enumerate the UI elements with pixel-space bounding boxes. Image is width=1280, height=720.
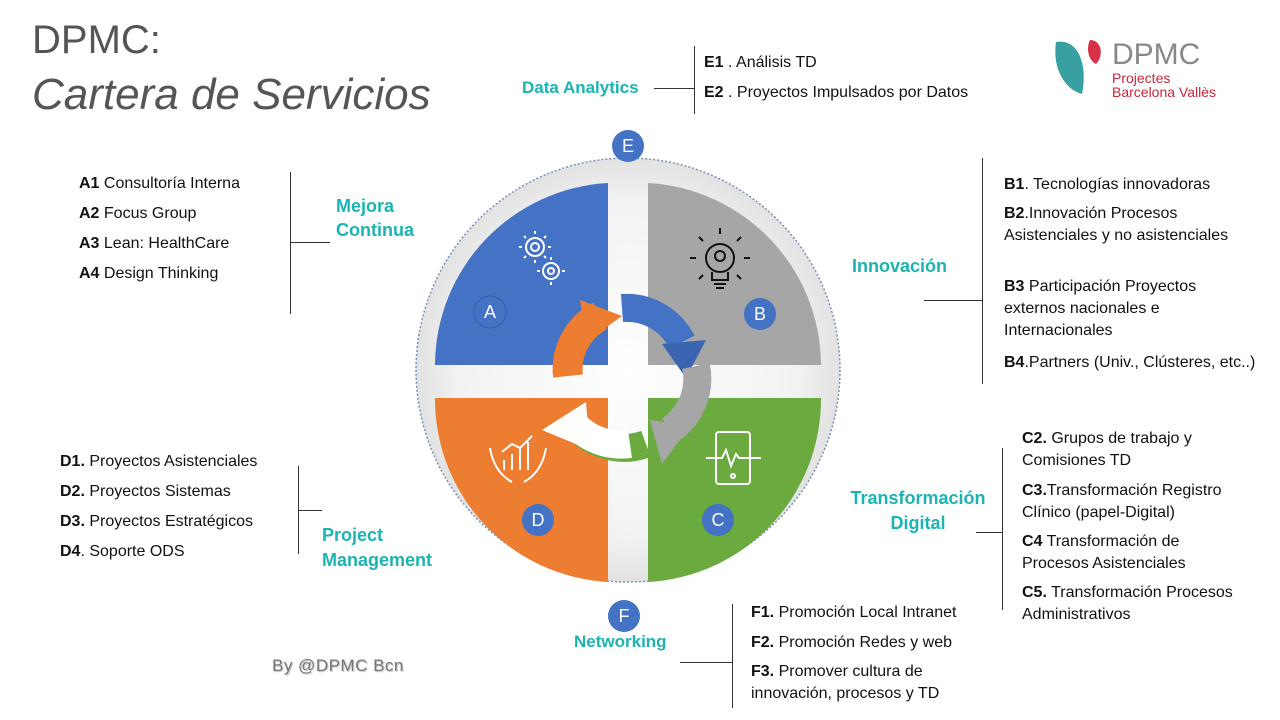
lightbulb-gear-icon (690, 228, 750, 289)
byline: By @DPMC Bcn (272, 656, 404, 675)
list-item-f2: F2. Promoción Redes y web (751, 634, 952, 651)
services-wheel (415, 157, 841, 583)
tablet-pulse-icon (706, 431, 761, 485)
arrow-blue (620, 293, 695, 349)
list-item-a1: A1 Consultoría Interna (79, 175, 240, 192)
list-item-a2: A2 Focus Group (79, 205, 197, 222)
list-item-e1: E1 . Análisis TD (704, 54, 817, 71)
quadrant-d (434, 398, 608, 582)
list-item-d3: D3. Proyectos Estratégicos (60, 513, 253, 530)
logo-name: DPMC (1112, 38, 1201, 71)
page-subtitle: Cartera de Servicios (32, 70, 431, 119)
list-item-d1: D1. Proyectos Asistenciales (60, 453, 258, 470)
list-item-d2: D2. Proyectos Sistemas (60, 483, 231, 500)
list-item-c2: C2. Grupos de trabajo y Comisiones TD (1022, 430, 1192, 469)
svg-text:E: E (622, 136, 634, 156)
logo-icon (1055, 40, 1101, 94)
quadrant-b (648, 183, 821, 365)
badge-e: E (612, 130, 644, 162)
gears-icon (519, 231, 565, 285)
badge-b: B (744, 298, 776, 330)
svg-text:D: D (532, 510, 545, 530)
svg-text:C: C (712, 510, 725, 530)
list-item-c4: C4 Transformación de Procesos Asistencia… (1022, 533, 1186, 572)
list-item-b4: B4.Partners (Univ., Clústeres, etc..) (1004, 354, 1256, 371)
list-item-e2: E2 . Proyectos Impulsados por Datos (704, 84, 969, 101)
svg-text:B: B (754, 304, 766, 324)
list-item-a3: A3 Lean: HealthCare (79, 235, 230, 252)
list-item-d4: D4. Soporte ODS (60, 543, 185, 560)
hands-chart-icon (489, 435, 547, 483)
label-innovacion: Innovación (852, 256, 948, 276)
badge-c: C (702, 504, 734, 536)
logo-subtitle-2: Barcelona Vallès (1112, 84, 1217, 100)
quadrant-c (648, 398, 822, 582)
badge-a: A (473, 295, 507, 329)
list-item-b3: B3 Participación Proyectos externos naci… (1004, 278, 1197, 339)
list-item-a4: A4 Design Thinking (79, 265, 219, 282)
svg-text:F: F (619, 606, 630, 626)
page-title: DPMC: (32, 18, 161, 62)
list-item-c3: C3.Transformación Registro Clínico (pape… (1022, 482, 1222, 521)
list-item-b1: B1. Tecnologías innovadoras (1004, 176, 1211, 193)
badge-f: F (608, 600, 640, 632)
label-data-analytics: Data Analytics (522, 78, 639, 97)
list-item-f3: F3. Promover cultura de innovación, proc… (751, 663, 940, 702)
list-item-b2: B2.Innovación Procesos Asistenciales y n… (1004, 205, 1229, 244)
list-item-c5: C5. Transformación Procesos Administrati… (1022, 584, 1233, 623)
list-item-f1: F1. Promoción Local Intranet (751, 604, 957, 621)
label-networking: Networking (574, 632, 667, 651)
badge-d: D (522, 504, 554, 536)
svg-text:A: A (484, 302, 496, 322)
logo-subtitle-1: Projectes (1112, 70, 1171, 86)
